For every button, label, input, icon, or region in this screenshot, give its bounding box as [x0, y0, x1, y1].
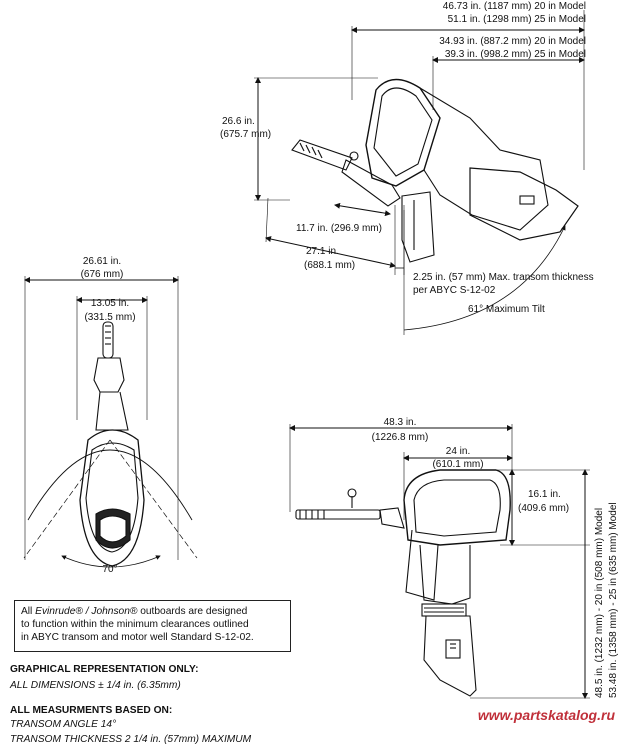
watermark: www.partskatalog.ru — [477, 707, 615, 723]
dim-tiller-width-mm: (331.5 mm) — [84, 312, 135, 323]
dim-cowl-height-mm: (409.6 mm) — [518, 503, 569, 514]
footer-transom-thickness: TRANSOM THICKNESS 2 1/4 in. (57mm) MAXIM… — [10, 734, 252, 745]
motor-tilted-silhouette — [291, 78, 579, 263]
dim-tiller-width-in: 13.05 in. — [91, 298, 129, 309]
note-line2: to function within the minimum clearance… — [21, 619, 249, 630]
dim-height-20: 48.5 in. (1232 mm) - 20 in (508 mm) Mode… — [594, 508, 605, 698]
note-line1-post: outboards are designed — [137, 606, 248, 617]
dim-reach-in: 27.1 in. — [306, 246, 339, 257]
max-tilt-label: 61° Maximum Tilt — [468, 304, 545, 315]
footer-transom-angle: TRANSOM ANGLE 14° — [10, 719, 117, 730]
motor-side-silhouette — [295, 469, 511, 697]
side-view — [289, 424, 590, 699]
note-line3: in ABYC transom and motor well Standard … — [21, 632, 254, 643]
dim-height-in: 26.6 in. — [222, 116, 255, 127]
dim-height-mm: (675.7 mm) — [220, 129, 271, 140]
transom-thickness-line2: per ABYC S-12-02 — [413, 285, 496, 296]
dim-mid-25: 39.3 in. (998.2 mm) 25 in Model — [445, 49, 586, 60]
footer-heading-graphical: GRAPHICAL REPRESENTATION ONLY: — [10, 664, 199, 675]
motor-top-silhouette — [79, 321, 145, 567]
dim-mid-20: 34.93 in. (887.2 mm) 20 in Model — [439, 36, 586, 47]
dim-cowl-height-in: 16.1 in. — [528, 489, 561, 500]
dim-overall-20: 46.73 in. (1187 mm) 20 in Model — [443, 1, 586, 12]
dim-length-in: 48.3 in. — [384, 417, 417, 428]
footer-heading-measurements: ALL MEASURMENTS BASED ON: — [10, 705, 173, 716]
dim-overall-width-in: 26.61 in. — [83, 256, 121, 267]
dim-height-25: 53.48 in. (1358 mm) - 25 in (635 mm) Mod… — [608, 502, 619, 698]
dim-cowl-in: 24 in. — [446, 446, 470, 457]
dim-overall-width-mm: (676 mm) — [81, 269, 124, 280]
dim-length-mm: (1226.8 mm) — [372, 432, 429, 443]
dim-overall-25: 51.1 in. (1298 mm) 25 in Model — [448, 14, 586, 25]
steer-angle-label: 70° — [102, 564, 117, 575]
note-brand: Evinrude® / Johnson® — [35, 606, 138, 617]
note-line1-pre: All — [21, 606, 36, 617]
abyc-note: All Evinrude® / Johnson® outboards are d… — [14, 600, 291, 652]
dim-reach-mm: (688.1 mm) — [304, 260, 355, 271]
footer-dimensions-tolerance: ALL DIMENSIONS ± 1/4 in. (6.35mm) — [10, 680, 181, 691]
dim-cowl-mm: (610.1 mm) — [432, 459, 483, 470]
dim-short: 11.7 in. (296.9 mm) — [296, 223, 382, 234]
tilt-view — [254, 10, 585, 335]
top-view — [23, 276, 198, 568]
transom-thickness-line1: 2.25 in. (57 mm) Max. transom thickness — [413, 272, 594, 283]
